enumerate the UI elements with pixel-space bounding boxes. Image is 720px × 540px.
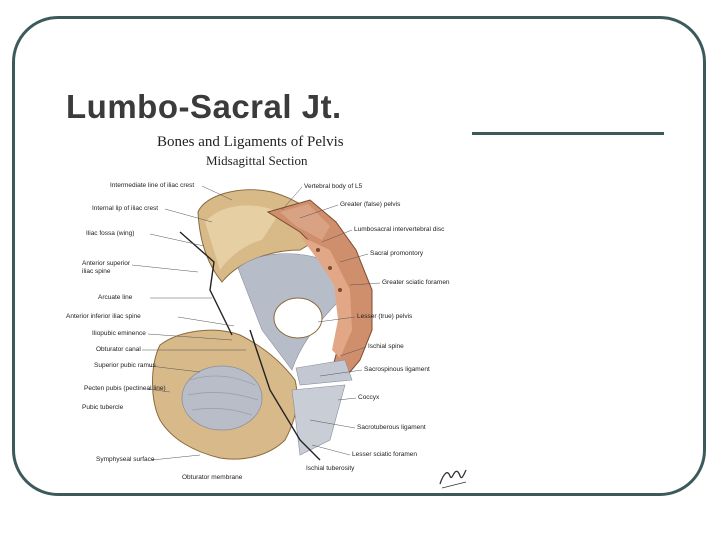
label-pubic-tubercle: Pubic tubercle — [82, 404, 124, 411]
label-iliopubic-eminence: Iliopubic eminence — [92, 330, 146, 337]
label-arcuate-line: Arcuate line — [98, 294, 133, 301]
label-intermediate-line: Intermediate line of iliac crest — [110, 182, 195, 189]
label-vertebral-body-l5: Vertebral body of L5 — [304, 183, 363, 190]
label-ischial-spine: Ischial spine — [368, 343, 404, 350]
label-iliac-fossa: Iliac fossa (wing) — [86, 230, 135, 237]
figure-subtitle: Midsagittal Section — [206, 153, 308, 168]
title-underline — [472, 132, 664, 135]
slide-title: Lumbo-Sacral Jt. — [66, 88, 342, 125]
label-obturator-membrane: Obturator membrane — [182, 474, 243, 481]
label-greater-sciatic-foramen: Greater sciatic foramen — [382, 279, 450, 286]
label-lesser-pelvis: Lesser (true) pelvis — [357, 313, 413, 320]
label-greater-pelvis: Greater (false) pelvis — [340, 201, 401, 208]
label-sacrospinous-ligament: Sacrospinous ligament — [364, 366, 430, 373]
label-coccyx: Coccyx — [358, 394, 380, 401]
label-sacral-promontory: Sacral promontory — [370, 250, 424, 257]
label-pecten-pubis: Pecten pubis (pectineal line) — [84, 385, 166, 392]
label-aiis: Anterior inferior iliac spine — [66, 313, 141, 320]
label-lumbosacral-disc: Lumbosacral intervertebral disc — [354, 226, 445, 233]
label-internal-lip: Internal lip of iliac crest — [92, 205, 159, 212]
label-superior-pubic-ramus: Superior pubic ramus — [94, 362, 156, 369]
label-lesser-sciatic-foramen: Lesser sciatic foramen — [352, 451, 418, 458]
figure-title: Bones and Ligaments of Pelvis — [157, 134, 344, 150]
label-asis-line1: Anterior superior — [82, 260, 131, 267]
label-sacrotuberous-ligament: Sacrotuberous ligament — [357, 424, 426, 431]
label-obturator-canal: Obturator canal — [96, 346, 141, 353]
netter-signature-logo — [439, 469, 467, 489]
slide-frame — [12, 16, 706, 496]
label-asis-line2: iliac spine — [82, 268, 111, 275]
label-ischial-tuberosity: Ischial tuberosity — [306, 465, 355, 472]
label-symphyseal-surface: Symphyseal surface — [96, 456, 155, 463]
